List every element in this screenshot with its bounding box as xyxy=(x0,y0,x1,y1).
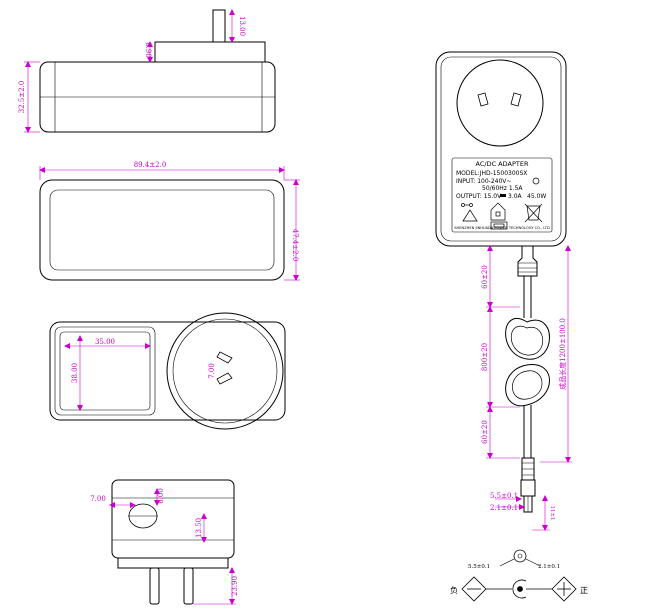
side-shoulder xyxy=(154,41,266,63)
polarity-center-c-icon xyxy=(512,579,527,599)
front-pin-slot-1 xyxy=(216,351,233,364)
front-socket-outer xyxy=(166,312,284,430)
dim-cable-total: 成品长度1200±100.0 xyxy=(558,318,567,390)
dim-front-label-height: 38.00 xyxy=(71,363,79,383)
polarity-outer-dim: 5.5±0.1 xyxy=(468,564,490,570)
adapter-pin-slot-right xyxy=(510,92,522,107)
label-symbols xyxy=(461,177,543,230)
polarity-symbol-icon xyxy=(461,203,465,207)
cable-loop-lower-outer xyxy=(505,364,550,407)
dim-cable-lower: 60±20 xyxy=(481,420,489,444)
cable-dim-lines xyxy=(486,245,572,531)
cable-loop-upper-inner xyxy=(511,325,543,356)
polarity-negative-label: 负 xyxy=(450,585,458,595)
label-frequency: 50/60Hz 1.5A xyxy=(482,185,523,192)
dc-symbol-icon xyxy=(500,194,506,197)
bottom-pin-left xyxy=(149,567,160,605)
dim-front-label-width: 35.00 xyxy=(95,338,115,346)
dim-front-pin-spacing: 7.00 xyxy=(90,495,106,503)
dim-plug-outer: 5.5±0.1 xyxy=(490,492,518,500)
bottom-pin-right xyxy=(183,567,194,605)
adapter-socket-circle xyxy=(456,59,544,147)
top-dim-lines xyxy=(39,166,300,281)
top-body-outer xyxy=(39,179,285,281)
bottom-view xyxy=(111,479,235,605)
bottom-body xyxy=(111,479,235,559)
double-insulation-icon xyxy=(490,221,508,230)
dim-front-pin-dim: 6.00 xyxy=(157,488,165,504)
front-view xyxy=(49,312,286,430)
adapter-label-box xyxy=(451,157,553,233)
dim-side-shoulder: 8.90 xyxy=(144,42,152,58)
cable-loop-upper-outer xyxy=(505,318,550,360)
dim-plug-inner: 2.1±0.1 xyxy=(490,504,518,512)
label-output: OUTPUT: 15.0V xyxy=(456,193,502,200)
polarity-positive-label: 正 xyxy=(580,586,588,595)
adapter-pin-slot-left xyxy=(477,92,489,107)
side-dim-lines xyxy=(24,9,235,133)
adapter-inner xyxy=(440,56,562,242)
polarity-top-circle xyxy=(513,549,527,563)
label-model: MODEL:JHD-1500300SX xyxy=(456,170,527,177)
label-title: AC/DC ADAPTER xyxy=(476,160,529,168)
front-body-outer xyxy=(49,321,286,421)
top-body-inner xyxy=(49,189,275,271)
dim-side-height: 32.5±2.0 xyxy=(18,81,26,114)
adapter-face xyxy=(435,51,567,247)
dim-cable-mid: 800±20 xyxy=(481,343,489,371)
strain-relief-top xyxy=(517,246,538,277)
positive-diamond-icon xyxy=(551,576,577,602)
dc-plug-body xyxy=(520,479,536,497)
side-plug-pin xyxy=(212,9,226,43)
side-view xyxy=(39,9,276,133)
bottom-dim-lines xyxy=(109,488,236,605)
label-footer: SHENZHEN JINHUADA POWER TECHNOLOGY CO., … xyxy=(454,226,550,230)
dim-front-shoulder: 13.50 xyxy=(195,518,203,538)
weee-bin-icon xyxy=(526,205,541,221)
indoor-use-house-icon xyxy=(490,202,506,221)
label-power: 45.0W xyxy=(527,193,546,200)
dim-plug-length: 11±1 xyxy=(549,505,555,520)
polarity-inner-dim: 2.1±0.1 xyxy=(538,564,560,570)
polarity-diagram xyxy=(461,549,577,602)
label-input: INPUT: 100-240V~ xyxy=(456,178,511,185)
dim-pin-distance: 7.00 xyxy=(208,363,216,379)
front-pin-slot-2 xyxy=(216,372,233,385)
dim-top-height: 47.4±2.0 xyxy=(291,229,299,262)
polarity-dim-lines xyxy=(499,558,541,567)
bottom-shoulder xyxy=(117,558,229,569)
dim-side-plug-height: 13.00 xyxy=(238,16,246,36)
efficiency-icon xyxy=(532,177,540,185)
front-label-recess xyxy=(54,326,156,416)
label-output-current: 3.0A xyxy=(508,193,523,200)
top-view xyxy=(39,179,285,281)
adapter-outer xyxy=(435,51,567,247)
dim-front-pin-length: 23.90 xyxy=(231,576,239,596)
rcm-triangle-icon xyxy=(462,209,478,222)
cable xyxy=(505,246,550,513)
dim-cable-upper: 60±20 xyxy=(481,265,489,289)
front-socket-inner xyxy=(172,318,278,424)
front-dim-lines xyxy=(64,335,151,411)
dim-top-width: 89.4±2.0 xyxy=(134,161,167,169)
cable-loop-lower-inner xyxy=(512,370,543,400)
